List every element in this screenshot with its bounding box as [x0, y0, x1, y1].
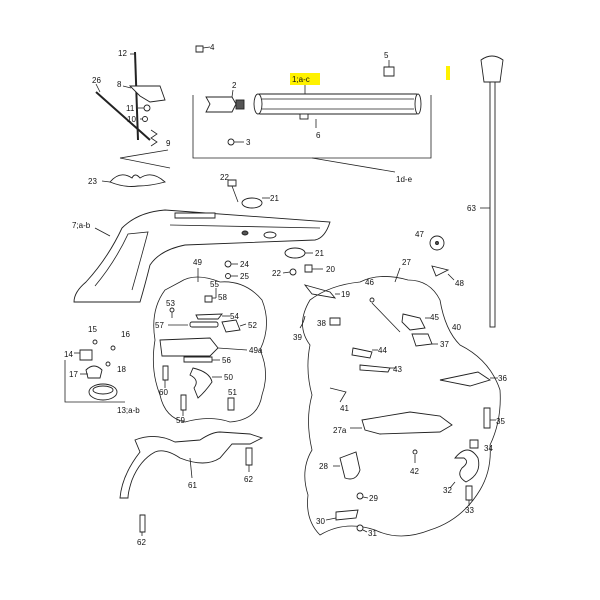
label-part-36: 36: [498, 374, 507, 383]
label-part-27: 27: [402, 258, 411, 267]
label-part-35: 35: [496, 417, 505, 426]
label-part-53: 53: [166, 299, 175, 308]
label-part-17: 17: [69, 370, 78, 379]
label-part-49: 49: [193, 258, 202, 267]
label-part-8: 8: [117, 80, 122, 89]
left-small-parts: [64, 339, 125, 403]
part-labels: 1;a-c 2 3 4 5 6 1d-e 7;a-b 8 9 10 11 12 …: [64, 43, 507, 547]
label-part-29: 29: [369, 494, 378, 503]
label-part-3: 3: [246, 138, 251, 147]
label-part-52: 52: [248, 321, 257, 330]
label-part-23: 23: [88, 177, 97, 186]
label-part-39: 39: [293, 333, 302, 342]
label-part-7: 7;a-b: [72, 221, 91, 230]
label-part-31: 31: [368, 529, 377, 538]
barrel-group: [192, 45, 432, 173]
label-part-5: 5: [384, 51, 389, 60]
label-part-62-lower: 62: [137, 538, 146, 547]
label-part-60: 60: [159, 388, 168, 397]
label-part-4: 4: [210, 43, 215, 52]
label-part-47: 47: [415, 230, 424, 239]
eagle-ornament: [101, 174, 166, 187]
label-part-58: 58: [218, 293, 227, 302]
label-part-15: 15: [88, 325, 97, 334]
label-part-6: 6: [316, 131, 321, 140]
label-part-54: 54: [230, 312, 239, 321]
label-part-27a: 27a: [333, 426, 347, 435]
label-part-13: 13;a-b: [117, 406, 140, 415]
label-part-25: 25: [240, 272, 249, 281]
label-part-1: 1;a-c: [292, 75, 310, 84]
label-part-49a: 49a: [249, 346, 263, 355]
label-part-57: 57: [155, 321, 164, 330]
label-part-24: 24: [240, 260, 249, 269]
label-part-33: 33: [465, 506, 474, 515]
label-part-11: 11: [126, 104, 135, 113]
label-part-18: 18: [117, 365, 126, 374]
label-part-43: 43: [393, 365, 402, 374]
label-part-2: 2: [232, 81, 237, 90]
label-part-30: 30: [316, 517, 325, 526]
middle-parts: [224, 247, 340, 299]
label-part-48: 48: [455, 279, 464, 288]
label-part-32: 32: [443, 486, 452, 495]
label-part-22-lower: 22: [272, 269, 281, 278]
label-part-59: 59: [176, 416, 185, 425]
parts-47-48: [429, 235, 455, 281]
label-part-16: 16: [121, 330, 130, 339]
label-part-21-lower: 21: [315, 249, 324, 258]
left-lock-group: [152, 268, 267, 423]
ramrod: [480, 55, 504, 328]
label-part-45: 45: [430, 313, 439, 322]
label-part-21-upper: 21: [270, 194, 279, 203]
label-part-42: 42: [410, 467, 419, 476]
label-part-50: 50: [224, 373, 233, 382]
label-part-34: 34: [484, 444, 493, 453]
stock: [73, 209, 331, 303]
right-lock-group: [299, 267, 501, 537]
label-part-19: 19: [341, 290, 350, 299]
label-part-37: 37: [440, 340, 449, 349]
label-part-41: 41: [340, 404, 349, 413]
label-part-12: 12: [118, 49, 127, 58]
label-part-62-right: 62: [244, 475, 253, 484]
label-part-9: 9: [166, 139, 171, 148]
screws-21-22-upper: [227, 179, 270, 209]
label-group-1d-e: 1d-e: [396, 175, 413, 184]
label-part-10: 10: [127, 115, 136, 124]
label-part-14: 14: [64, 350, 73, 359]
label-part-28: 28: [319, 462, 328, 471]
label-part-56: 56: [222, 356, 231, 365]
label-part-63: 63: [467, 204, 476, 213]
trigger-guard: [119, 431, 264, 536]
label-part-55: 55: [210, 280, 219, 289]
label-part-40: 40: [452, 323, 461, 332]
label-part-61: 61: [188, 481, 197, 490]
label-part-20: 20: [326, 265, 335, 274]
label-part-46: 46: [365, 278, 374, 287]
label-part-51: 51: [228, 388, 237, 397]
label-part-38: 38: [317, 319, 326, 328]
top-left-parts: [95, 51, 171, 169]
highlight-part-1: [290, 73, 320, 85]
label-part-22-upper: 22: [220, 173, 229, 182]
label-part-44: 44: [378, 346, 387, 355]
label-part-26: 26: [92, 76, 101, 85]
highlight-marker: [446, 66, 450, 80]
